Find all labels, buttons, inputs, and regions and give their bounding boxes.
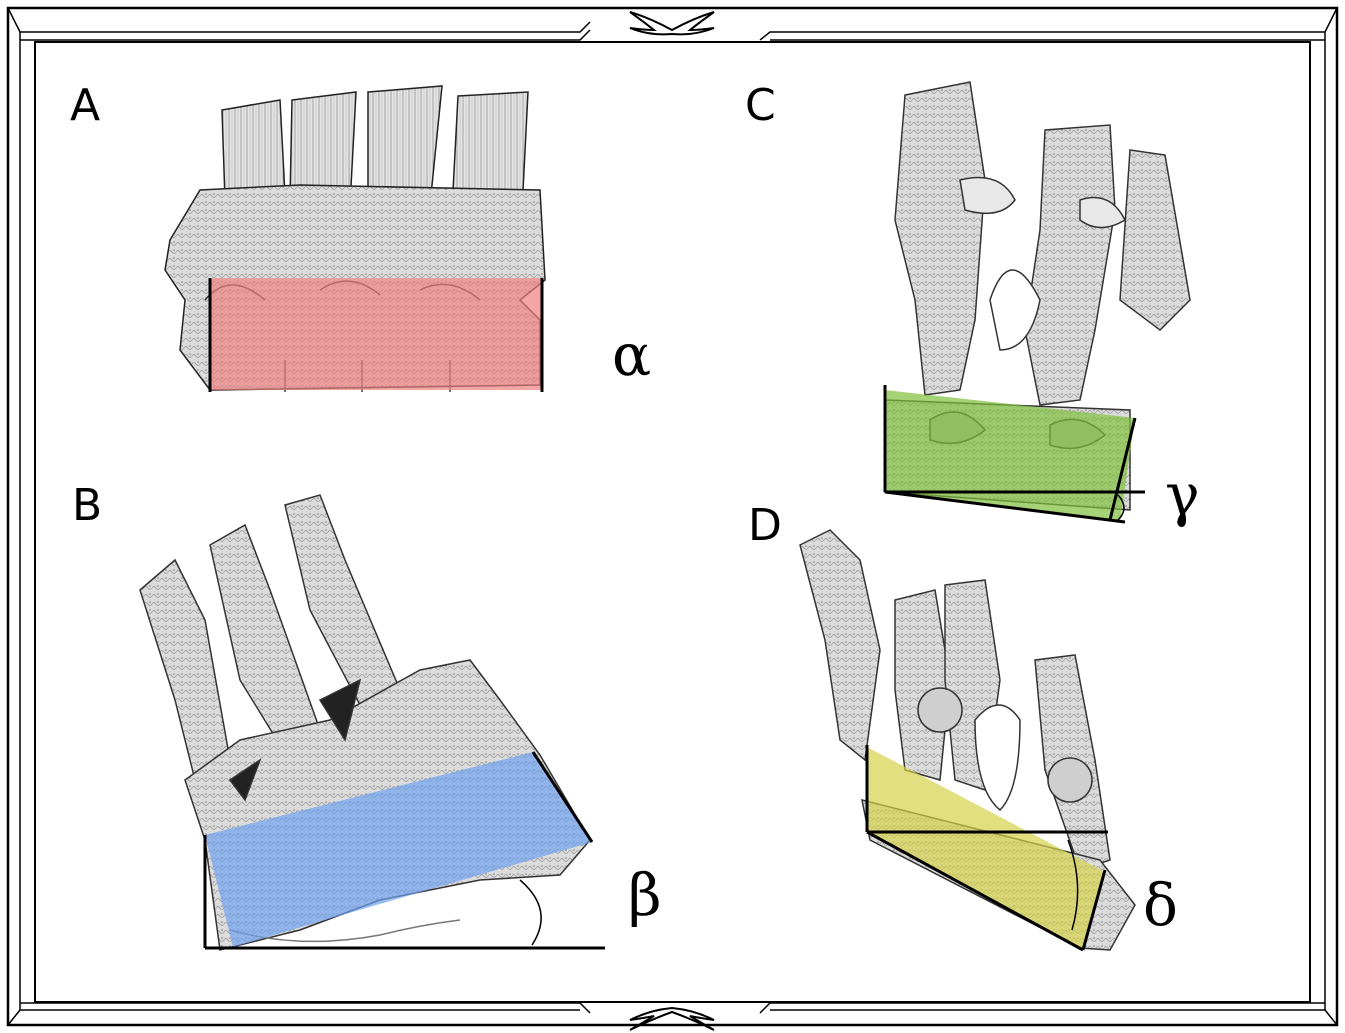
panel-letter-a: A	[70, 80, 100, 131]
panel-c: C γ	[745, 80, 1200, 529]
overlay-region-a	[210, 278, 542, 390]
angle-label-gamma: γ	[1165, 461, 1200, 529]
frame-top-left-rail	[20, 22, 590, 40]
frame-top-right-rail	[760, 32, 1325, 40]
panel-b: B β	[72, 480, 662, 950]
flourish-ornament-icon	[630, 12, 714, 34]
flourish-ornament-icon	[630, 1008, 714, 1030]
angle-label-alpha: α	[612, 321, 651, 389]
frame-bottom-left-rail	[20, 1003, 590, 1013]
frame-bottom-right-rail	[760, 1003, 1325, 1013]
panel-letter-d: D	[748, 500, 782, 551]
angle-label-beta: β	[628, 861, 662, 929]
panel-a: A α	[70, 80, 651, 392]
panel-d: D δ	[748, 500, 1178, 950]
panel-letter-b: B	[72, 480, 102, 531]
panel-letter-c: C	[745, 80, 776, 131]
angle-label-delta: δ	[1143, 871, 1178, 939]
